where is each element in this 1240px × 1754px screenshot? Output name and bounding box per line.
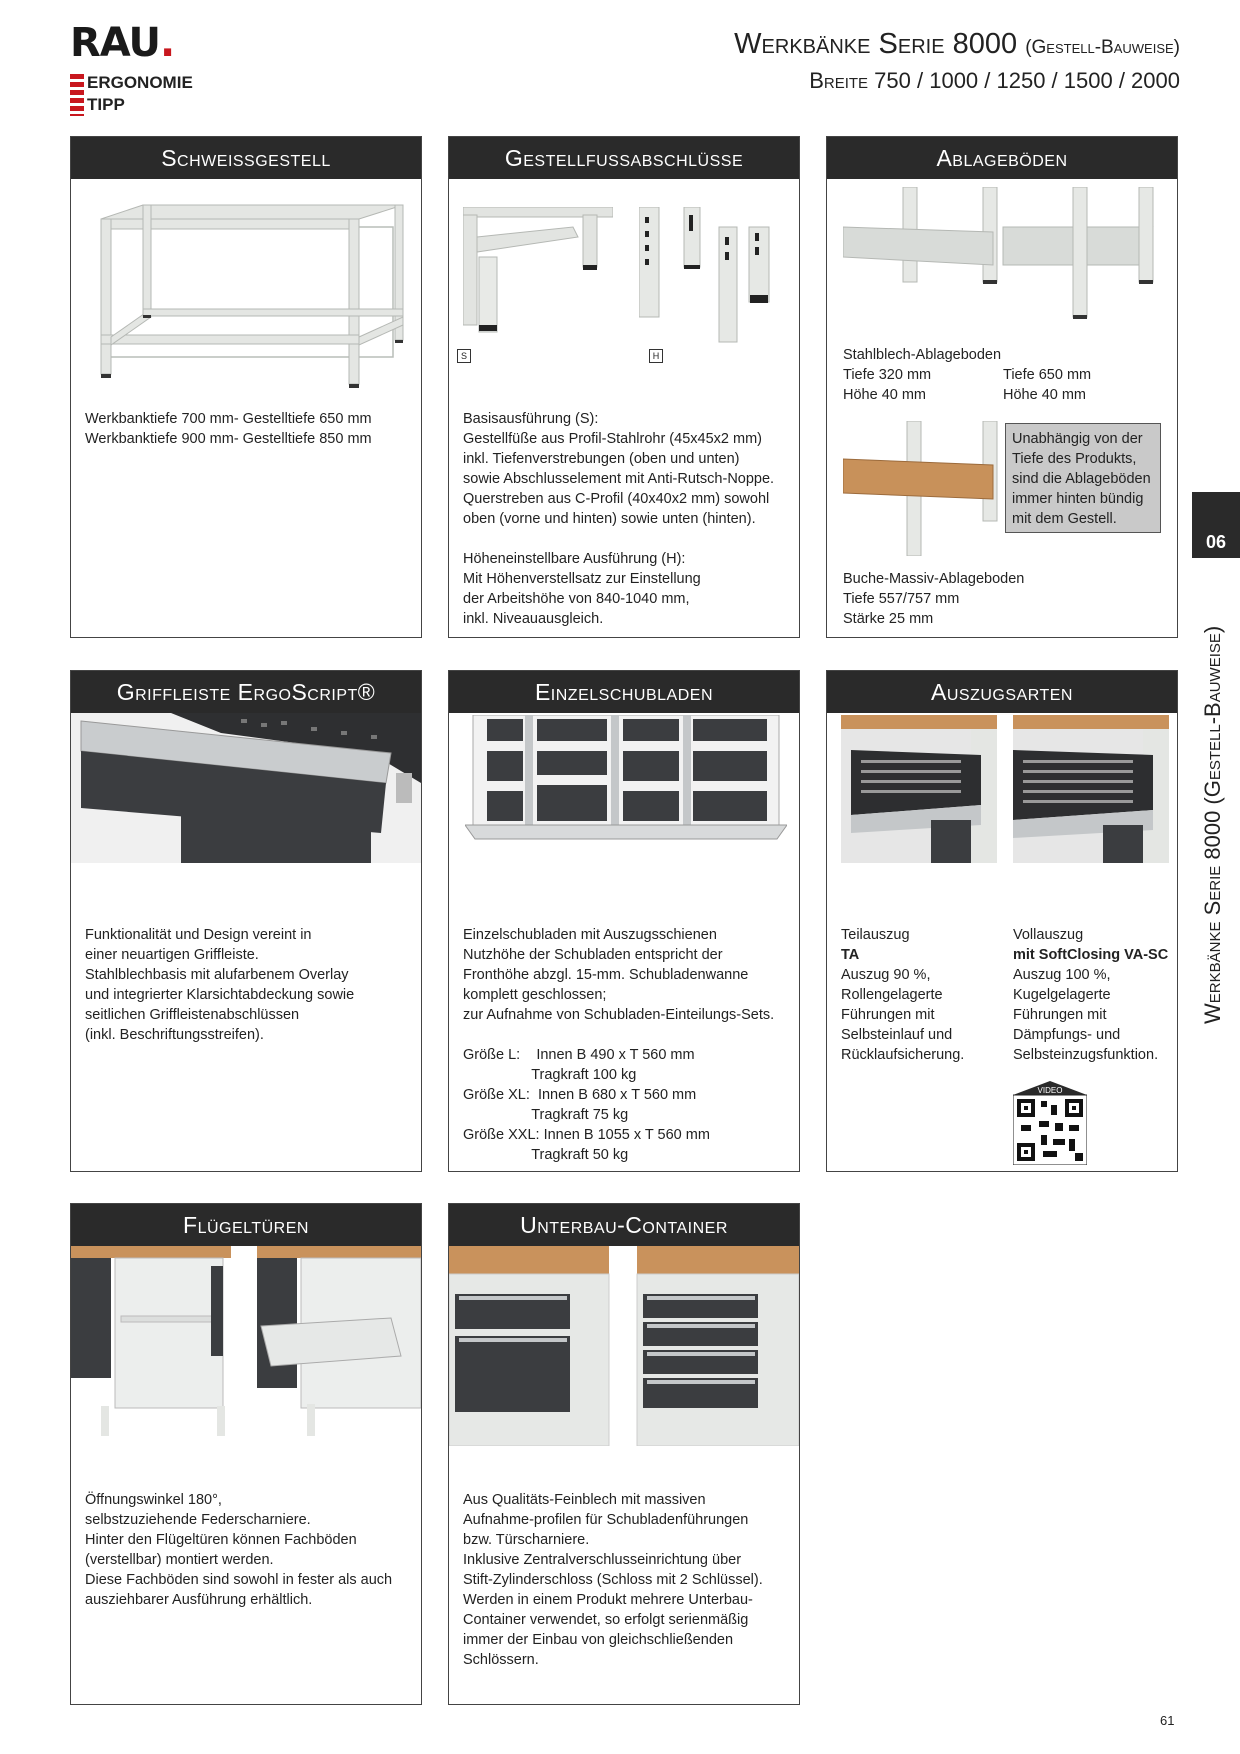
brand-logo: RAU. — [70, 20, 175, 66]
card-title: Ablageböden — [827, 137, 1177, 179]
card-text: Werkbanktiefe 700 mm- Gestelltiefe 650 m… — [85, 411, 372, 447]
card-schweissgestell: Schweissgestell Werkbanktiefe 700 mm- Ge… — [70, 136, 422, 638]
shelf-note-box: Unabhängig von der Tiefe des Produkts, s… — [1005, 423, 1161, 533]
card-text-base: Basisausführung (S): Gestellfüße aus Pro… — [463, 411, 775, 527]
full-extension-image — [1013, 715, 1169, 863]
steel-shelf-image — [843, 187, 1154, 319]
card-griffleiste: Griffleiste ErgoScript® Funktionalität u… — [70, 670, 422, 1172]
card-fluegeltueren: Flügeltüren Öffnungswinkel 180°, selbstz… — [70, 1203, 422, 1705]
beech-shelf-text: Buche-Massiv-Ablageboden Tiefe 557/757 m… — [843, 571, 1025, 627]
card-gestellfussabschluesse: Gestellfussabschlüsse S H Basisausführun… — [448, 136, 800, 638]
card-title: Einzelschubladen — [449, 671, 799, 713]
card-einzelschubladen: Einzelschubladen Einzelschubladen mit Au… — [448, 670, 800, 1172]
foot-h-image — [639, 207, 770, 343]
partial-ext-title: Teilauszug — [841, 927, 910, 943]
steel-shelf-head: Stahlblech-Ablageboden — [843, 347, 1002, 363]
card-text: Öffnungswinkel 180°, selbstzuziehende Fe… — [85, 1492, 393, 1608]
foot-s-image — [463, 207, 613, 333]
card-title: Unterbau-Container — [449, 1204, 799, 1246]
label-s: S — [457, 349, 471, 363]
card-title: Auszugsarten — [827, 671, 1177, 713]
card-title: Gestellfussabschlüsse — [449, 137, 799, 179]
card-text: Einzelschubladen mit Auszugsschienen Nut… — [463, 927, 775, 1023]
document-title: Werkbänke Serie 8000 (Gestell-Bauweise) — [734, 28, 1180, 60]
full-ext-title: Vollauszug — [1013, 927, 1084, 943]
video-label: VIDEO — [1038, 1086, 1063, 1095]
full-ext-code: mit SoftClosing VA-SC — [1013, 947, 1169, 963]
steel-shelf-right: Tiefe 650 mm Höhe 40 mm — [1003, 367, 1092, 403]
card-text: Funktionalität und Design vereint in ein… — [85, 927, 355, 1043]
partial-ext-code: TA — [841, 947, 860, 963]
card-text: Aus Qualitäts-Feinblech mit massiven Auf… — [463, 1492, 763, 1668]
chapter-side-label: Werkbänke Serie 8000 (Gestell-Bauweise) — [1200, 625, 1225, 1024]
video-qr-code[interactable]: VIDEO — [1013, 1081, 1087, 1165]
ergo-line2: TIPP — [87, 95, 125, 114]
ergonomie-icon — [70, 74, 84, 116]
full-ext-text: Auszug 100 %, Kugelgelagerte Führungen m… — [1013, 967, 1159, 1063]
label-h: H — [649, 349, 663, 363]
card-text-height: Höheneinstellbare Ausführung (H): Mit Hö… — [463, 551, 701, 627]
card-title: Schweissgestell — [71, 137, 421, 179]
card-unterbau-container: Unterbau-Container Aus Qualitäts-Feinble… — [448, 1203, 800, 1705]
steel-shelf-left: Tiefe 320 mm Höhe 40 mm — [843, 367, 932, 403]
drawer-sizes: Größe L: Innen B 490 x T 560 mm Tragkraf… — [463, 1047, 710, 1163]
chapter-number-tab: 06 — [1192, 492, 1240, 558]
document-subtitle: Breite 750 / 1000 / 1250 / 1500 / 2000 — [809, 68, 1180, 93]
card-title: Griffleiste ErgoScript® — [71, 671, 421, 713]
ergo-line1: ERGONOMIE — [87, 73, 193, 92]
undercabinet-container-image — [449, 1246, 799, 1446]
page-number: 61 — [1160, 1713, 1175, 1728]
welded-frame-image — [100, 204, 404, 388]
wing-doors-image — [71, 1246, 421, 1436]
partial-extension-image — [841, 715, 997, 863]
card-title: Flügeltüren — [71, 1204, 421, 1246]
partial-ext-text: Auszug 90 %, Rollengelagerte Führungen m… — [841, 967, 965, 1063]
document-title-sub: (Gestell-Bauweise) — [1025, 37, 1180, 58]
card-ablageboeden: Ablageböden Stahlblech-Ablageboden Tiefe… — [826, 136, 1178, 638]
drawer-dividers-image — [465, 715, 787, 840]
handle-bar-image — [71, 713, 421, 863]
card-auszugsarten: Auszugsarten Teilauszug TA Auszug 90 %, … — [826, 670, 1178, 1172]
beech-shelf-image — [843, 421, 998, 556]
